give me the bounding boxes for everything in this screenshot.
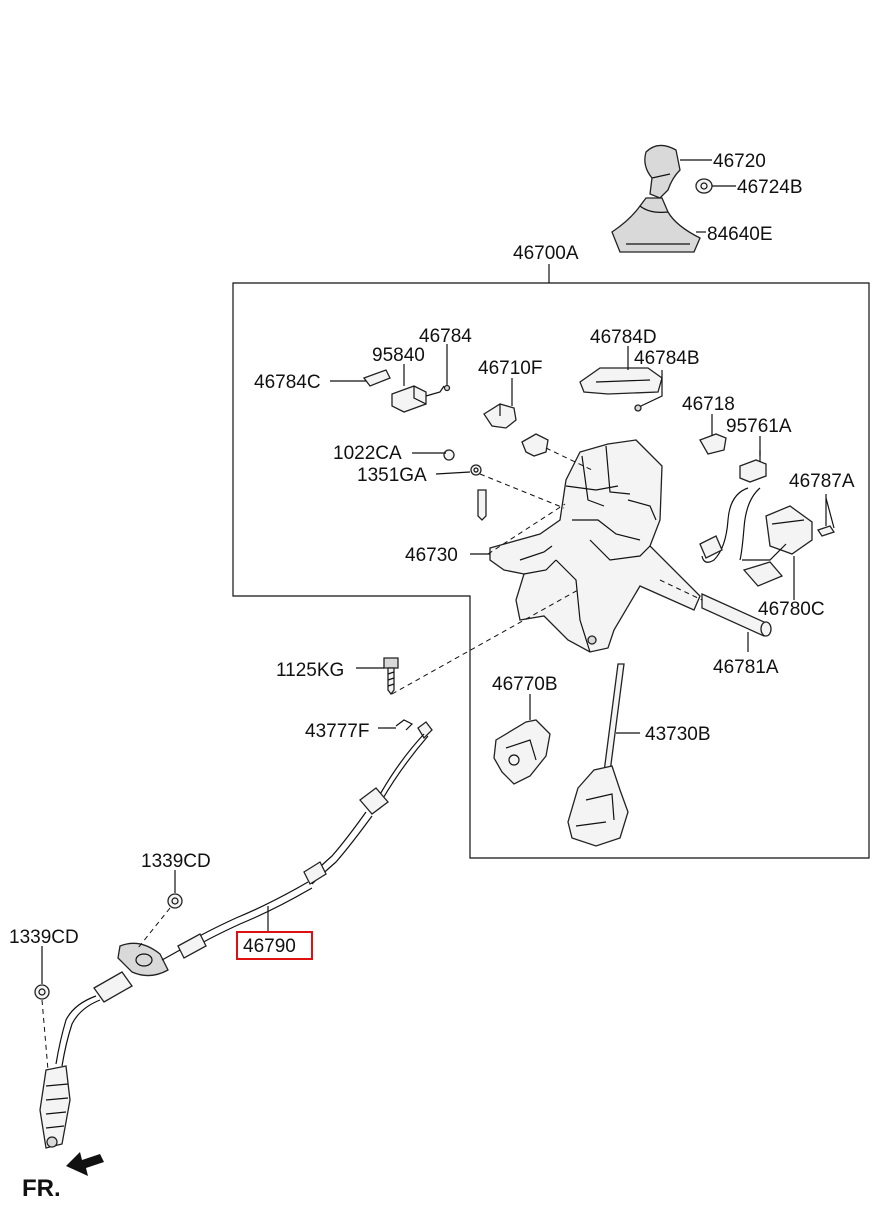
switch-95761A-icon [739,450,767,483]
clip-43777F-icon [395,719,414,731]
label-95761A: 95761A [726,416,792,437]
bracket-46710F-icon [483,403,517,429]
label-46784: 46784 [419,326,472,347]
label-95840: 95840 [372,345,425,366]
shift-knob-icon [644,144,681,199]
label-46790: 46790 [243,936,296,957]
label-46720: 46720 [713,151,766,172]
harness-46780C-icon [699,487,813,587]
label-46730: 46730 [405,545,458,566]
switch-95840-icon [391,385,445,413]
label-46710F: 46710F [478,358,542,379]
nut-1339CD-lower-icon [34,984,50,1000]
shift-boot-icon [611,197,701,253]
shaft-46781A-icon [701,592,772,637]
label-1339CD-lower: 1339CD [9,927,79,948]
label-46781A: 46781A [713,657,779,678]
assembly-outline [232,282,870,859]
screw-46784B-icon [634,404,642,412]
bracket-46784C-icon [362,369,391,387]
label-46784B: 46784B [634,348,700,369]
pin-46730-icon [477,489,487,521]
shift-cable-icon [39,721,433,1149]
knob-clip-icon [695,178,713,194]
label-front-direction: FR. [22,1175,61,1202]
label-1339CD-upper: 1339CD [141,851,211,872]
label-46780C: 46780C [758,599,825,620]
washer-1351GA-icon [470,464,482,476]
label-1125KG: 1125KG [276,660,344,681]
label-46787A: 46787A [789,471,855,492]
screw-46787A-icon [816,497,836,537]
clip-1022CA-icon [443,449,455,461]
label-46784C: 46784C [254,372,321,393]
label-1022CA: 1022CA [333,443,402,464]
label-46770B: 46770B [492,674,558,695]
label-84640E: 84640E [707,224,773,245]
detent-spring-icon [521,433,549,457]
label-46718: 46718 [682,394,735,415]
cover-46784D-icon [579,367,663,395]
label-46700A: 46700A [513,243,579,264]
nut-1339CD-upper-icon [167,893,183,909]
front-direction-arrow-icon [66,1152,104,1176]
label-43730B: 43730B [645,724,711,745]
shifter-bracket-icon [489,439,701,653]
label-43777F: 43777F [305,721,369,742]
label-1351GA: 1351GA [357,465,427,486]
pin-46784-icon [443,384,451,392]
label-46724B: 46724B [737,177,803,198]
label-46784D: 46784D [590,327,657,348]
lever-43730B-icon [567,663,629,847]
bolt-1125KG-icon [383,657,399,696]
highlight-box-46790 [236,931,313,960]
lever-46770B-icon [493,719,551,785]
bracket-46718-icon [699,433,727,455]
